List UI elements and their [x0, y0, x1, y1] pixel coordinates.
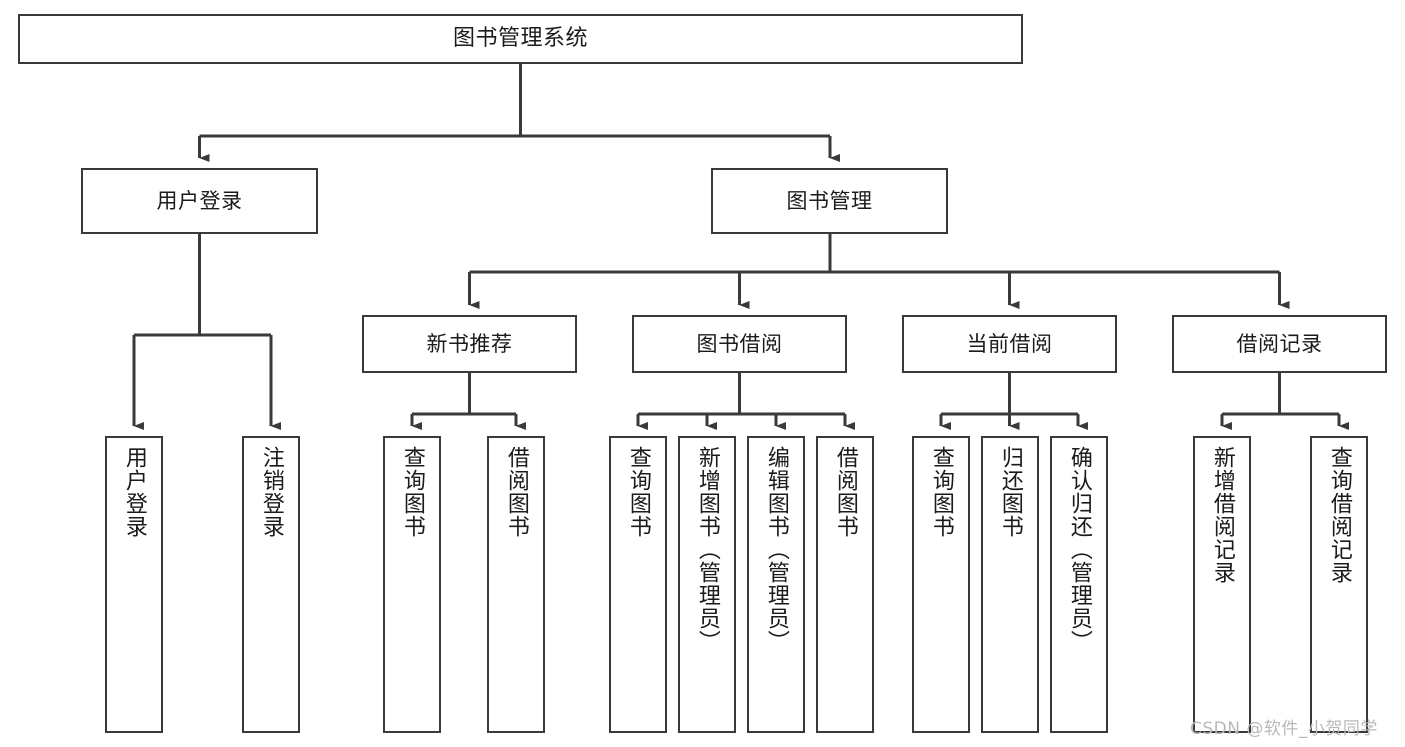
node-label: 图书借阅: [696, 331, 783, 356]
leaf-borrowrecord-add-record[interactable]: 新增借阅记录: [1193, 436, 1251, 733]
node-label: 图书管理系统: [452, 26, 588, 52]
leaf-newbook-borrow-book[interactable]: 借阅图书: [487, 436, 545, 733]
node-label: 当前借阅: [966, 331, 1053, 356]
node-label: 归还图书: [997, 446, 1023, 538]
node-label: 借阅图书: [503, 446, 529, 538]
leaf-bookborrow-edit-book-admin[interactable]: 编辑图书（管理员）: [747, 436, 805, 733]
leaf-currentborrow-confirm-return-admin[interactable]: 确认归还（管理员）: [1050, 436, 1108, 733]
leaf-borrowrecord-query-record[interactable]: 查询借阅记录: [1310, 436, 1368, 733]
node-label: 新增图书（管理员）: [694, 446, 720, 653]
node-label: 用户登录: [121, 446, 147, 538]
node-book-management[interactable]: 图书管理: [711, 168, 948, 234]
leaf-bookborrow-query-book[interactable]: 查询图书: [609, 436, 667, 733]
node-label: 编辑图书（管理员）: [763, 446, 789, 653]
leaf-bookborrow-borrow-book[interactable]: 借阅图书: [816, 436, 874, 733]
node-label: 确认归还（管理员）: [1066, 446, 1092, 653]
leaf-user-login[interactable]: 用户登录: [105, 436, 163, 733]
node-label: 注销登录: [258, 446, 284, 538]
node-label: 查询图书: [625, 446, 651, 538]
node-label: 新书推荐: [426, 331, 513, 356]
node-new-book-recommend[interactable]: 新书推荐: [362, 315, 577, 373]
node-book-management-system[interactable]: 图书管理系统: [18, 14, 1023, 64]
node-borrow-record[interactable]: 借阅记录: [1172, 315, 1387, 373]
leaf-bookborrow-add-book-admin[interactable]: 新增图书（管理员）: [678, 436, 736, 733]
node-label: 用户登录: [156, 188, 243, 213]
node-label: 借阅图书: [832, 446, 858, 538]
node-label: 查询图书: [928, 446, 954, 538]
node-current-borrow[interactable]: 当前借阅: [902, 315, 1117, 373]
leaf-logout[interactable]: 注销登录: [242, 436, 300, 733]
node-user-login[interactable]: 用户登录: [81, 168, 318, 234]
leaf-currentborrow-query-book[interactable]: 查询图书: [912, 436, 970, 733]
leaf-newbook-query-book[interactable]: 查询图书: [383, 436, 441, 733]
node-label: 借阅记录: [1236, 331, 1323, 356]
node-label: 新增借阅记录: [1209, 446, 1235, 584]
node-label: 查询借阅记录: [1326, 446, 1352, 584]
node-label: 查询图书: [399, 446, 425, 538]
node-book-borrow[interactable]: 图书借阅: [632, 315, 847, 373]
node-label: 图书管理: [786, 188, 873, 213]
leaf-currentborrow-return-book[interactable]: 归还图书: [981, 436, 1039, 733]
csdn-watermark: CSDN @软件_小贺同学: [1190, 719, 1378, 739]
